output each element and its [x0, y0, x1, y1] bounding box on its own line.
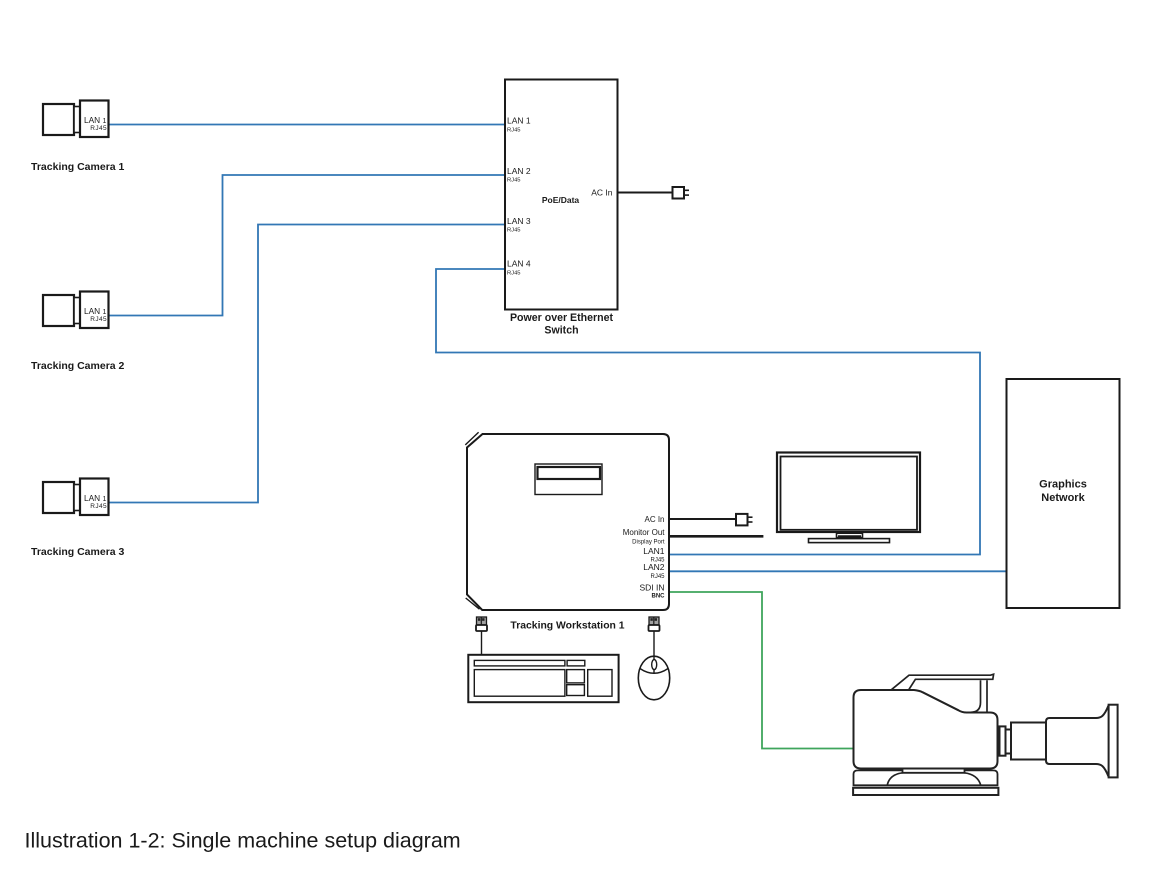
svg-text:LAN2: LAN2 [643, 562, 665, 572]
svg-text:RJ45: RJ45 [507, 128, 521, 134]
svg-text:LAN 1: LAN 1 [507, 116, 531, 126]
svg-text:Graphics: Graphics [1039, 479, 1087, 491]
svg-text:RJ45: RJ45 [507, 178, 521, 184]
svg-text:Tracking Camera 1: Tracking Camera 1 [31, 161, 125, 173]
svg-text:Display Port: Display Port [632, 540, 665, 546]
svg-text:RJ45: RJ45 [650, 574, 665, 580]
svg-text:AC In: AC In [644, 515, 664, 524]
svg-text:Tracking Camera 2: Tracking Camera 2 [31, 360, 125, 372]
svg-text:Network: Network [1041, 492, 1085, 504]
svg-text:AC In: AC In [591, 188, 613, 198]
svg-text:LAN 4: LAN 4 [507, 259, 531, 269]
svg-text:Illustration 1-2: Single machi: Illustration 1-2: Single machine setup d… [25, 829, 461, 853]
svg-text:Tracking Camera 3: Tracking Camera 3 [31, 546, 125, 558]
svg-text:SDI IN: SDI IN [639, 583, 664, 593]
svg-text:Tracking Workstation 1: Tracking Workstation 1 [510, 621, 624, 632]
svg-text:RJ45: RJ45 [507, 271, 521, 277]
svg-text:LAN 3: LAN 3 [507, 216, 531, 226]
svg-text:Power over Ethernet: Power over Ethernet [510, 312, 613, 324]
svg-text:BNC: BNC [652, 594, 666, 600]
svg-text:RJ45: RJ45 [650, 558, 665, 564]
svg-text:RJ45: RJ45 [507, 228, 521, 234]
svg-text:PoE/Data: PoE/Data [542, 195, 580, 205]
svg-text:Switch: Switch [544, 325, 578, 337]
svg-text:LAN 2: LAN 2 [507, 166, 531, 176]
svg-text:LAN1: LAN1 [643, 546, 665, 556]
svg-text:Monitor Out: Monitor Out [623, 528, 666, 537]
